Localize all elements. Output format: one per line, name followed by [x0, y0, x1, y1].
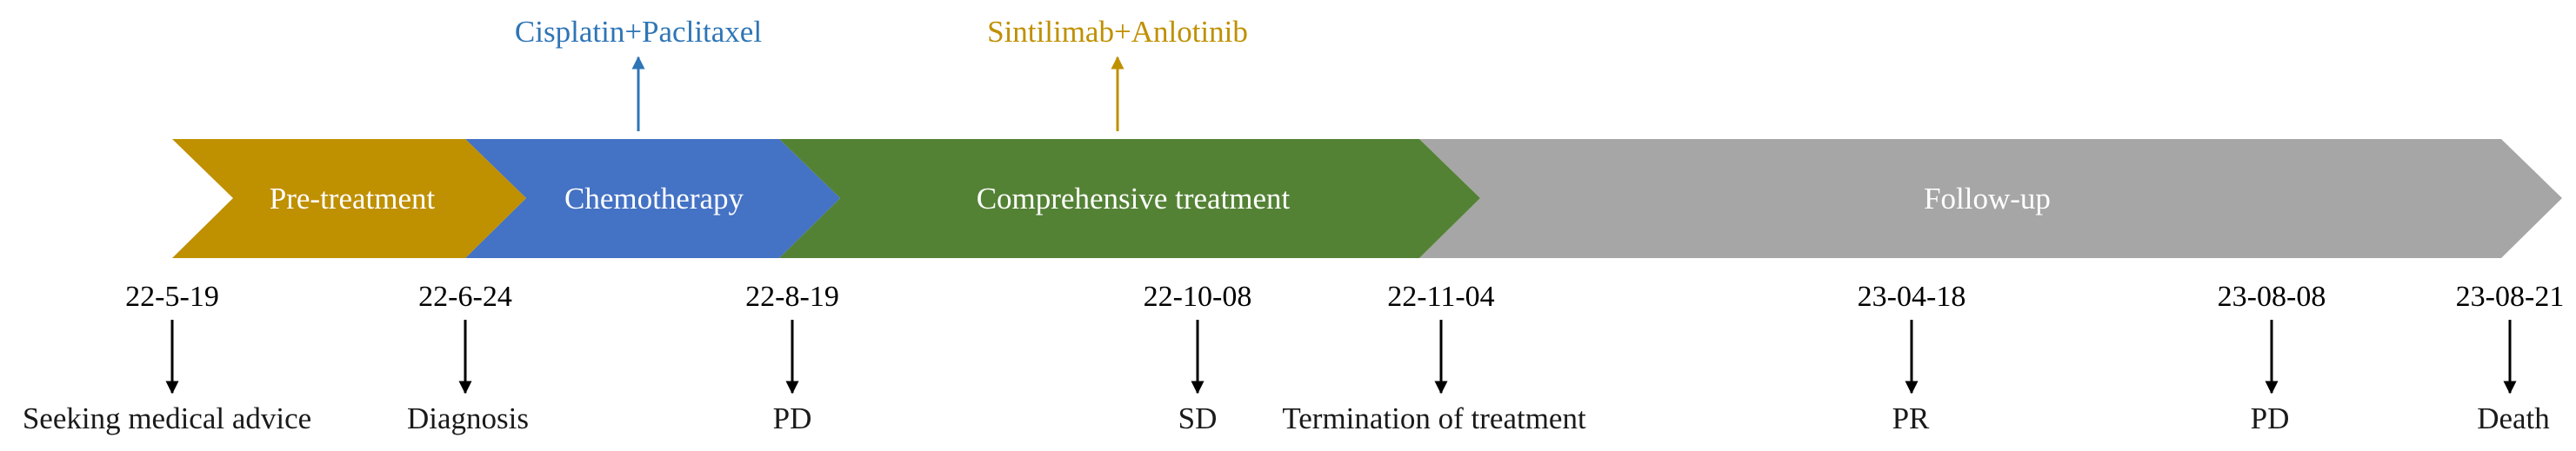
milestone-event: Seeking medical advice: [23, 401, 311, 435]
milestone-event: Death: [2477, 401, 2550, 435]
milestone-event: PR: [1892, 401, 1930, 435]
milestone-date: 22-10-08: [1144, 281, 1252, 313]
milestone-date: 22-11-04: [1387, 281, 1494, 313]
milestone-event: SD: [1178, 401, 1218, 435]
milestone-death: 23-08-21 Death: [2456, 281, 2565, 435]
milestone-diagnosis: 22-6-24 Diagnosis: [407, 281, 529, 435]
milestone-pd-1: 22-8-19 PD: [745, 281, 839, 435]
phase-label-chemotherapy: Chemotherapy: [564, 182, 744, 216]
milestone-date: 22-5-19: [125, 281, 219, 313]
milestone-date: 23-08-21: [2456, 281, 2565, 313]
milestone-pd-2: 23-08-08 PD: [2218, 281, 2326, 435]
phase-label-follow-up: Follow-up: [1924, 182, 2051, 216]
treatment-label-cisplatin-paclitaxel: Cisplatin+Paclitaxel: [515, 15, 762, 49]
milestone-event: Diagnosis: [407, 401, 529, 435]
milestone-sd: 22-10-08 SD: [1144, 281, 1252, 435]
phase-label-pre-treatment: Pre-treatment: [270, 182, 436, 216]
milestone-event: PD: [773, 401, 812, 435]
treatment-annotations: Cisplatin+Paclitaxel Sintilimab+Anlotini…: [515, 15, 1248, 131]
phase-bar: Pre-treatment Chemotherapy Comprehensive…: [172, 139, 2562, 258]
milestone-pr: 23-04-18 PR: [1858, 281, 1966, 435]
treatment-label-sintilimab-anlotinib: Sintilimab+Anlotinib: [987, 15, 1248, 49]
milestone-event: PD: [2251, 401, 2290, 435]
milestone-termination-of-treatment: 22-11-04 Termination of treatment: [1282, 281, 1586, 435]
phase-chevron-comprehensive-treatment: [779, 139, 1480, 258]
milestones: 22-5-19 Seeking medical advice 22-6-24 D…: [23, 281, 2565, 435]
milestone-event: Termination of treatment: [1282, 401, 1586, 435]
phase-chevron-follow-up: [1419, 139, 2562, 258]
phase-label-comprehensive-treatment: Comprehensive treatment: [977, 182, 1291, 216]
milestone-date: 23-08-08: [2218, 281, 2326, 313]
milestone-date: 22-6-24: [418, 281, 512, 313]
phase-chevron-chemotherapy: [465, 139, 840, 258]
milestone-date: 23-04-18: [1858, 281, 1966, 313]
phase-chevron-pre-treatment: [172, 139, 526, 258]
milestone-date: 22-8-19: [745, 281, 839, 313]
milestone-seeking-medical-advice: 22-5-19 Seeking medical advice: [23, 281, 311, 435]
